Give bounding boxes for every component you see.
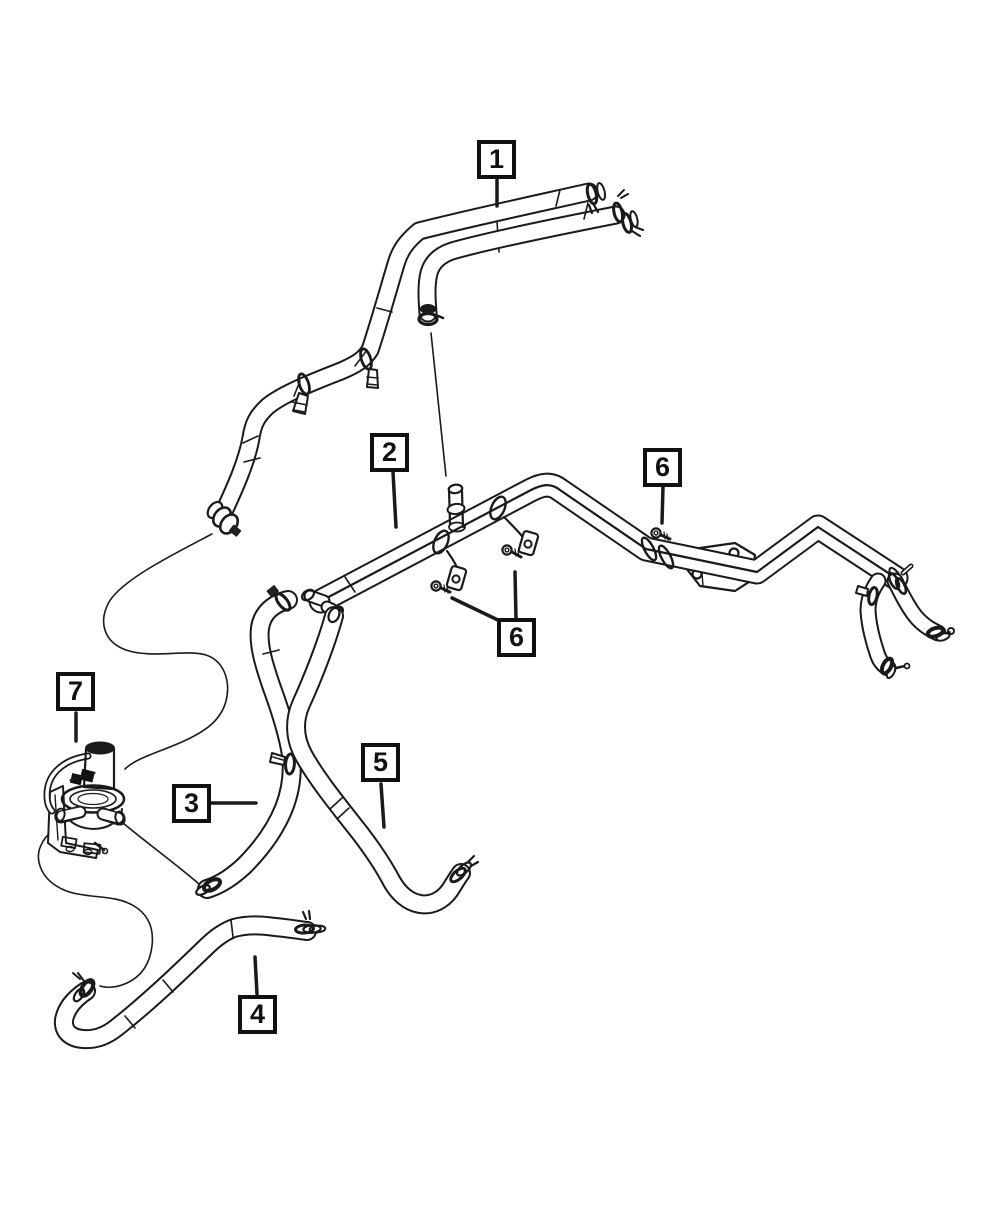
hose-5	[286, 606, 480, 915]
hose-section-marks	[124, 919, 234, 1029]
callout-7-box: 7	[56, 672, 95, 711]
callout-6-lower-leader	[513, 570, 518, 621]
bolt-icon	[510, 550, 523, 559]
hose-end-fitting	[206, 500, 242, 537]
hose-assembly-1	[206, 182, 645, 537]
callout-2-label: 2	[381, 437, 398, 467]
callout-5-box: 5	[361, 743, 400, 782]
bracket-bolts	[430, 527, 672, 594]
callout-3-label: 3	[183, 788, 200, 818]
bolt-icon	[439, 586, 452, 594]
hose-4	[53, 909, 327, 1050]
tube-coupling	[640, 536, 675, 570]
callout-6-upper-leader	[660, 485, 665, 525]
callout-6-lower-box: 6	[497, 618, 536, 657]
callout-6-lower-leader-2	[450, 596, 502, 623]
tube-stub-end	[300, 588, 316, 602]
leader-pump-to-hose4	[37, 828, 154, 989]
auxiliary-coolant-pump	[43, 741, 126, 859]
hose-clamp-icon	[585, 182, 645, 238]
leader-fitting-to-stub	[430, 332, 447, 477]
bracket-strap	[489, 495, 507, 521]
tube-stub-pipe	[446, 483, 466, 533]
hose-clamp-icon	[855, 563, 955, 680]
callout-6-lower-label: 6	[508, 622, 525, 652]
hose-mounting-clip	[291, 347, 379, 415]
callout-2-box: 2	[370, 433, 409, 472]
leader-pump-to-hose3	[122, 822, 200, 885]
bracket-strap	[432, 529, 450, 555]
callout-2-leader	[391, 470, 398, 529]
callout-1-box: 1	[477, 140, 516, 179]
hose-quick-connect	[417, 304, 445, 327]
tube-mounting-brackets	[432, 495, 540, 592]
callout-3-box: 3	[172, 784, 211, 823]
hose-3	[195, 585, 302, 899]
hose-clamp-icon	[449, 854, 480, 884]
callout-4-leader	[253, 955, 259, 996]
callout-6-upper-box: 6	[643, 448, 682, 487]
hose-section-marks	[329, 797, 350, 820]
callout-5-leader	[379, 782, 386, 829]
callout-1-label: 1	[488, 144, 505, 174]
hose-clamp-icon	[195, 585, 296, 896]
callout-leader-lines	[74, 178, 665, 996]
callout-4-label: 4	[249, 999, 266, 1029]
hose-clamp-icon	[72, 909, 327, 1003]
callout-6-upper-label: 6	[654, 452, 671, 482]
bolt-icon	[659, 533, 672, 541]
callout-7-label: 7	[67, 676, 84, 706]
connection-leader-lines	[37, 205, 500, 989]
leader-hose1-to-pump	[102, 533, 229, 770]
tube-assembly-2	[300, 472, 909, 619]
tube-shade-tick	[344, 576, 356, 593]
right-hoses	[855, 563, 955, 680]
callout-5-label: 5	[372, 747, 389, 777]
callout-4-box: 4	[238, 995, 277, 1034]
